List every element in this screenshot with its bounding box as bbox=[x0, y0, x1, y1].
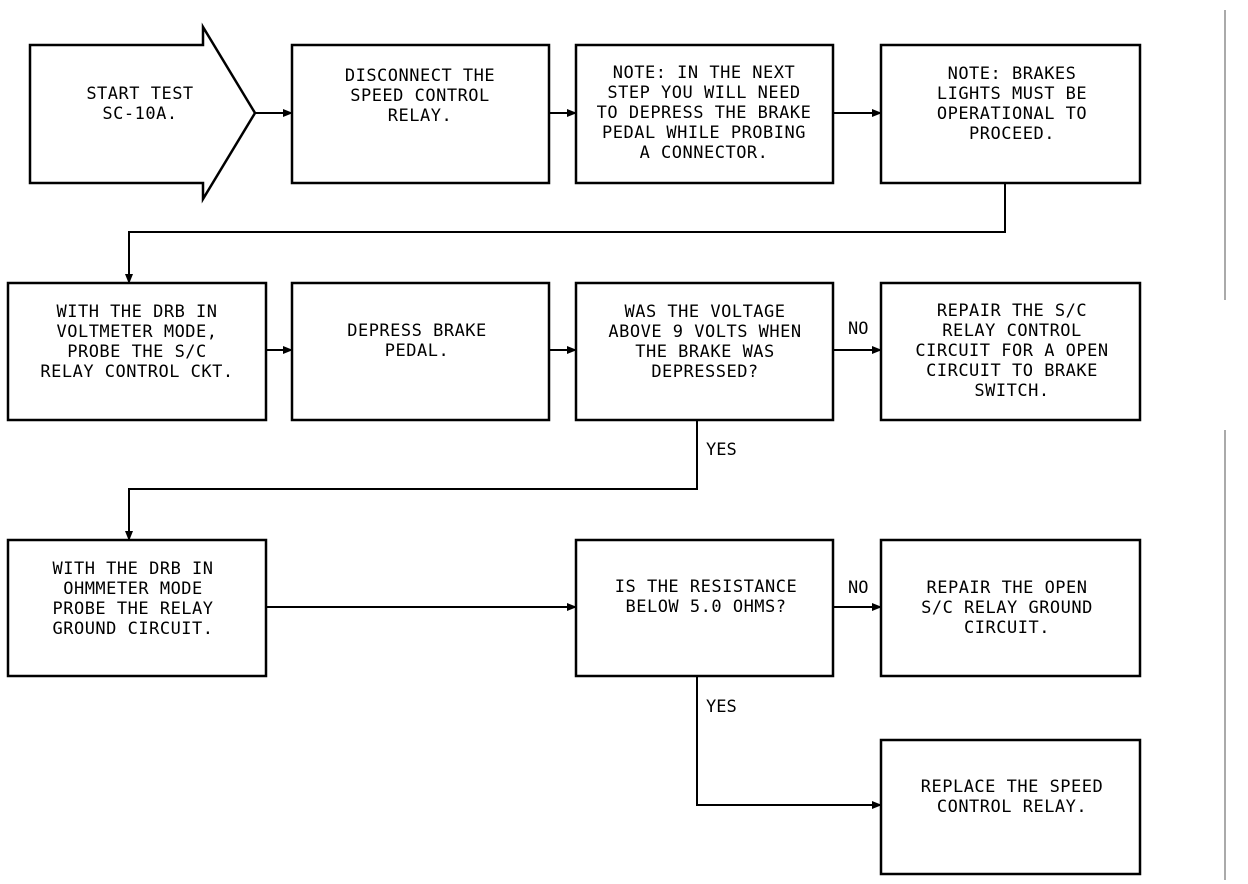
node-text-line: CONTROL RELAY. bbox=[937, 797, 1087, 817]
node-text-line: BELOW 5.0 OHMS? bbox=[625, 597, 786, 617]
node-text-line: START TEST bbox=[86, 84, 193, 104]
node-text-line: VOLTMETER MODE, bbox=[56, 322, 217, 342]
node-text-line: DISCONNECT THE bbox=[345, 66, 495, 86]
node-text-line: PROBE THE S/C bbox=[67, 342, 207, 362]
node-replace-box bbox=[879, 738, 1142, 876]
node-text-line: CIRCUIT TO BRAKE bbox=[926, 361, 1098, 381]
node-text-line: GROUND CIRCUIT. bbox=[52, 619, 213, 639]
node-text-line: REPLACE THE SPEED bbox=[921, 777, 1104, 797]
edge-resistance-yes bbox=[696, 677, 882, 809]
edge-labels: NO YES NO YES bbox=[706, 319, 868, 717]
node-text-line: WAS THE VOLTAGE bbox=[624, 302, 785, 322]
node-text-line: SWITCH. bbox=[974, 381, 1049, 401]
edge-note2-to-voltmeter bbox=[125, 183, 1006, 284]
node-voltage-question-box bbox=[574, 281, 835, 422]
node-text-line: REPAIR THE OPEN bbox=[926, 578, 1087, 598]
node-text-line: PROBE THE RELAY bbox=[52, 599, 213, 619]
node-text-line: SPEED CONTROL bbox=[350, 86, 490, 106]
node-text-line: OPERATIONAL TO bbox=[937, 104, 1087, 124]
node-text-line: DEPRESSED? bbox=[651, 362, 758, 382]
node-text-line: STEP YOU WILL NEED bbox=[607, 83, 800, 103]
node-repair2-box bbox=[879, 538, 1142, 678]
node-text-line: PEDAL WHILE PROBING bbox=[602, 123, 806, 143]
node-text-line: A CONNECTOR. bbox=[640, 143, 769, 163]
node-text-line: REPAIR THE S/C bbox=[937, 301, 1087, 321]
node-note1-box bbox=[574, 43, 835, 185]
edge-voltage-yes bbox=[125, 420, 698, 541]
start-arrow-shape bbox=[28, 22, 257, 204]
node-text-line: DEPRESS BRAKE bbox=[347, 321, 487, 341]
node-text-line: WITH THE DRB IN bbox=[56, 302, 217, 322]
node-text-line: THE BRAKE WAS bbox=[635, 342, 775, 362]
node-text-line: IS THE RESISTANCE bbox=[615, 577, 798, 597]
node-text-line: NOTE: IN THE NEXT bbox=[613, 63, 796, 83]
node-text-line: TO DEPRESS THE BRAKE bbox=[597, 103, 812, 123]
node-text-line: PROCEED. bbox=[969, 124, 1055, 144]
node-text-line: S/C RELAY GROUND bbox=[921, 598, 1093, 618]
node-text-line: NOTE: BRAKES bbox=[948, 64, 1077, 84]
node-text-line: SC-10A. bbox=[102, 104, 177, 124]
node-text-line: RELAY CONTROL CKT. bbox=[40, 362, 233, 382]
label-voltage-yes: YES bbox=[706, 440, 737, 460]
node-text-line: PEDAL. bbox=[385, 341, 449, 361]
label-resistance-no: NO bbox=[848, 578, 868, 598]
node-repair1-box bbox=[879, 281, 1142, 422]
node-note2-box bbox=[879, 43, 1142, 185]
node-resistance-question-box bbox=[574, 538, 835, 678]
node-text-line: CIRCUIT. bbox=[964, 618, 1050, 638]
node-text-line: RELAY. bbox=[388, 106, 452, 126]
node-ohmmeter-box bbox=[6, 538, 268, 678]
node-depress-box bbox=[290, 281, 551, 422]
node-voltmeter-box bbox=[6, 281, 268, 422]
node-disconnect-box bbox=[290, 43, 551, 185]
node-text-line: CIRCUIT FOR A OPEN bbox=[915, 341, 1108, 361]
node-text-line: ABOVE 9 VOLTS WHEN bbox=[608, 322, 801, 342]
label-voltage-no: NO bbox=[848, 319, 868, 339]
node-text-line: RELAY CONTROL bbox=[942, 321, 1082, 341]
node-text-line: WITH THE DRB IN bbox=[52, 559, 213, 579]
edges bbox=[125, 109, 1006, 809]
node-text-line: LIGHTS MUST BE bbox=[937, 84, 1087, 104]
node-text-line: OHMMETER MODE bbox=[63, 579, 203, 599]
label-resistance-yes: YES bbox=[706, 697, 737, 717]
